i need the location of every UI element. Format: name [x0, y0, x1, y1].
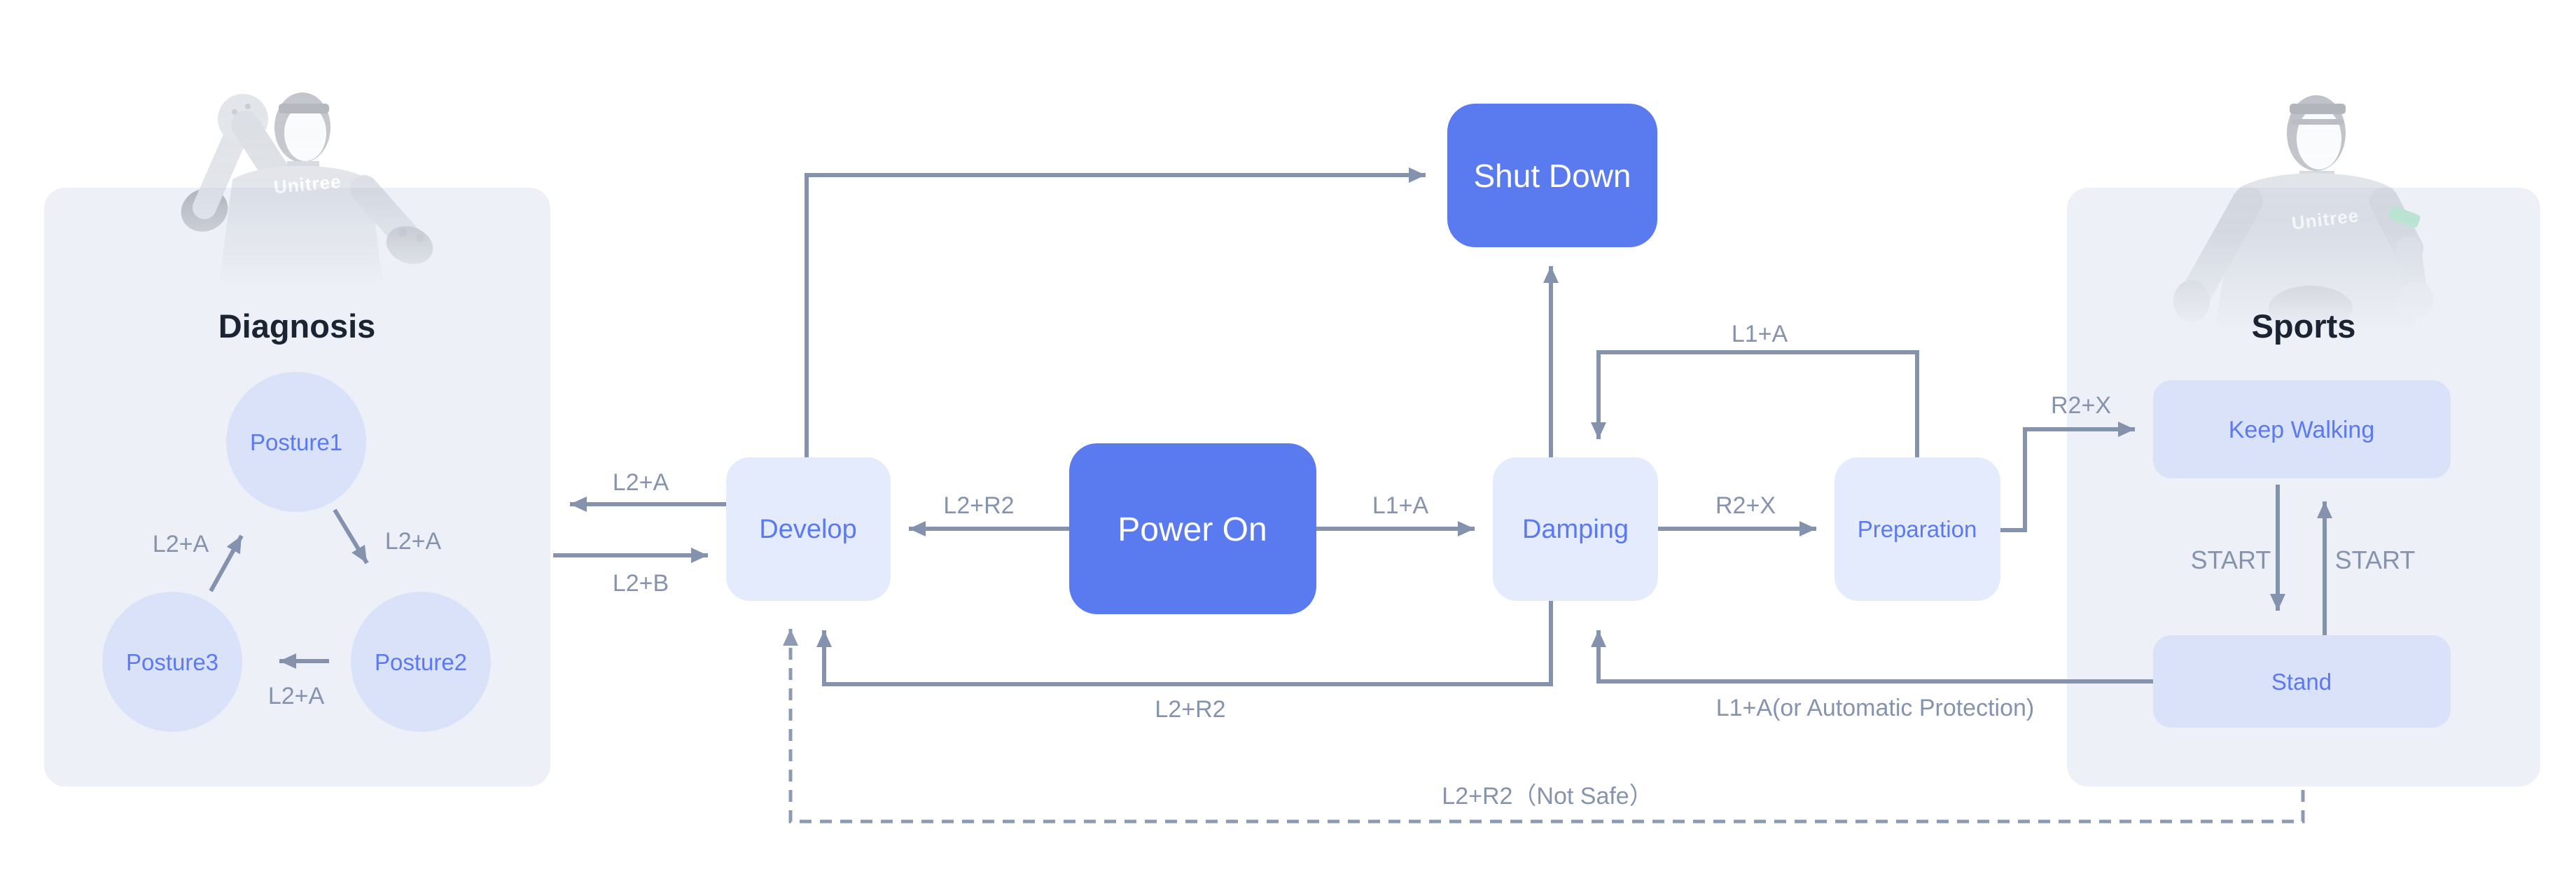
robot-visor-band — [2290, 104, 2346, 114]
robot-left-hand — [2173, 280, 2210, 322]
sports-robot-image: Unitree — [2173, 95, 2434, 331]
edge-posture1-to-posture2 — [333, 508, 369, 564]
posture3-node — [102, 592, 242, 732]
stand-node-label: Stand — [2271, 669, 2332, 695]
edge-label-l2b-in: L2+B — [613, 570, 669, 597]
preparation-node-label: Preparation — [1858, 516, 1977, 542]
shutdown-node-label: Shut Down — [1473, 158, 1631, 194]
edge-label-start-up: START — [2335, 546, 2416, 574]
damping-node-label: Damping — [1522, 515, 1629, 544]
diagnosis-robot-image: Unitree — [181, 92, 433, 289]
edge-label-start-down: START — [2191, 546, 2271, 574]
sports-panel-title: Sports — [2252, 307, 2356, 345]
controller-stick — [398, 228, 407, 237]
edge-label-l2a-p3p1: L2+A — [153, 531, 209, 557]
robot-controller — [2269, 286, 2353, 331]
damping-node — [1493, 457, 1658, 601]
preparation-node — [1834, 457, 2000, 601]
robot-armband-green — [2388, 206, 2421, 228]
develop-node — [726, 457, 891, 601]
edge-preparation-to-keepwalking — [2000, 422, 2135, 532]
develop-node-label: Develop — [759, 515, 856, 544]
posture1-node — [226, 372, 366, 512]
keepwalking-node-label: Keep Walking — [2229, 417, 2375, 443]
edge-label-l2a-p2p3: L2+A — [268, 683, 325, 709]
controller-stick — [416, 234, 424, 242]
edge-stand-to-damping-protection — [1591, 630, 2153, 684]
robot-torso — [2214, 173, 2417, 331]
joint-bolt — [232, 109, 237, 115]
edge-posture3-to-posture1 — [209, 534, 244, 592]
shutdown-node — [1447, 104, 1657, 247]
edge-label-l2a-p1p2: L2+A — [385, 528, 442, 555]
robot-face-visor — [2297, 108, 2341, 169]
keepwalking-node — [2153, 380, 2451, 478]
edge-label-l2a-out: L2+A — [613, 469, 669, 496]
joint-bolt — [245, 104, 251, 109]
robot-visor-band — [279, 104, 329, 113]
posture3-node-label: Posture3 — [126, 649, 218, 675]
poweron-node-label: Power On — [1118, 511, 1267, 548]
edge-damping-to-develop-return — [816, 601, 1553, 686]
edge-label-l2r2-return: L2+R2 — [1155, 696, 1225, 723]
robot-left-arm — [2180, 186, 2263, 310]
edge-develop-to-shutdown — [805, 167, 1426, 457]
edge-label-l1a-power-damping: L1+A — [1372, 492, 1429, 519]
robot-fist — [2397, 282, 2434, 318]
diagnosis-panel-title: Diagnosis — [218, 307, 376, 345]
edge-label-l2r2-power-develop: L2+R2 — [943, 492, 1014, 519]
posture1-node-label: Posture1 — [250, 429, 342, 455]
robot-face-visor — [284, 105, 326, 161]
edge-preparation-to-damping-loop — [1591, 350, 1919, 457]
edge-label-r2x-damping-prep: R2+X — [1715, 492, 1776, 519]
edge-label-r2x-prep-walk: R2+X — [2051, 392, 2111, 419]
posture2-node-label: Posture2 — [375, 649, 467, 675]
posture2-node — [351, 592, 491, 732]
robot-torso — [218, 165, 384, 289]
edge-label-l2r2-notsafe: L2+R2（Not Safe） — [1442, 783, 1652, 810]
poweron-node — [1069, 443, 1316, 614]
edge-label-l1a-auto-protection: L1+A(or Automatic Protection) — [1716, 695, 2035, 721]
edge-label-l1a-loop: L1+A — [1732, 321, 1788, 347]
stand-node — [2153, 635, 2451, 728]
robot-visor-hinge — [2291, 119, 2344, 125]
